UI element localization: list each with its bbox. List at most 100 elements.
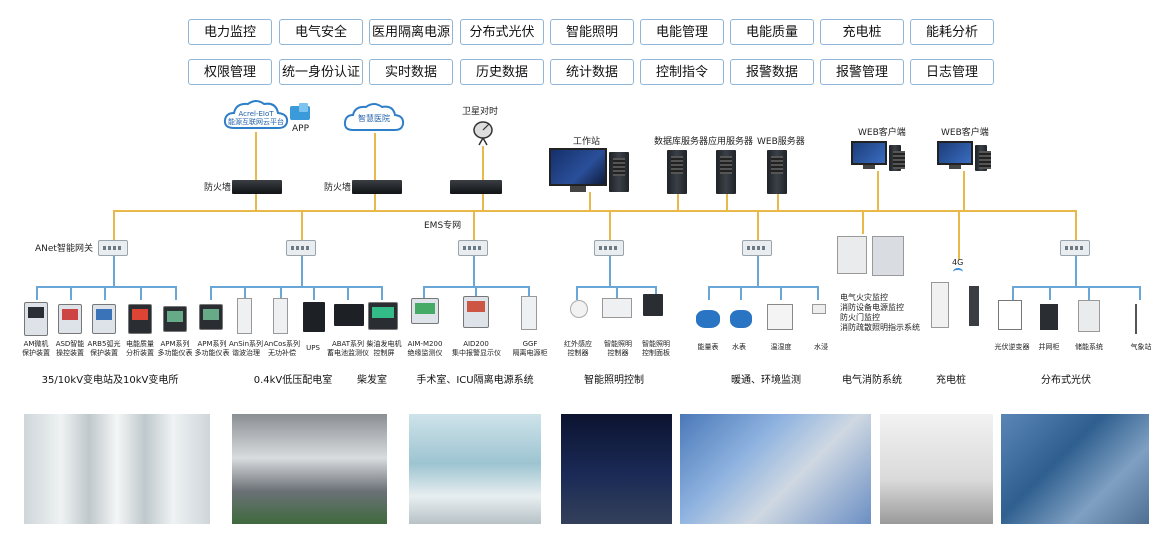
bus-drop <box>528 286 530 300</box>
water-leak-label: 水浸 <box>814 343 828 351</box>
web-client-1-label: WEB客户端 <box>858 128 906 138</box>
ups-device <box>303 302 325 332</box>
web-server-icon <box>767 150 787 194</box>
substation-photo <box>24 414 210 524</box>
firewall-left-label: 防火墙 <box>204 183 232 193</box>
grid-cabinet-label: 并网柜 <box>1038 343 1060 351</box>
gateway-1-device <box>98 240 128 256</box>
drop-fire <box>862 210 864 234</box>
btn-permission-management[interactable]: 权限管理 <box>188 59 272 85</box>
firewall-right-label: 防火墙 <box>324 183 352 193</box>
aid-label-1: AID200 <box>463 340 489 348</box>
link-firewall-right <box>374 194 376 210</box>
asd-label-2: 操控装置 <box>56 349 84 357</box>
bus-drop <box>1012 286 1014 300</box>
bus-drop <box>36 286 38 300</box>
app-server-label: 应用服务器 <box>708 137 754 147</box>
charging-pile-device-2 <box>969 286 979 326</box>
firewall-left-device <box>232 180 282 194</box>
gateway-5-device <box>742 240 772 256</box>
btn-statistics-data[interactable]: 统计数据 <box>550 59 634 85</box>
btn-power-monitoring[interactable]: 电力监控 <box>188 19 272 45</box>
temp-humidity-device <box>767 304 793 330</box>
aim-label-1: AIM-M200 <box>407 340 443 348</box>
apview-label-1: 电能质量 <box>126 340 154 348</box>
wifi-icon <box>953 268 963 276</box>
bus-4-drop <box>609 256 611 286</box>
btn-unified-auth[interactable]: 统一身份认证 <box>279 59 363 85</box>
ems-backbone <box>113 210 1075 212</box>
btn-electrical-safety[interactable]: 电气安全 <box>279 19 363 45</box>
energy-meter-label: 能量表 <box>697 343 719 351</box>
bus-2 <box>210 286 382 288</box>
btn-history-data[interactable]: 历史数据 <box>460 59 544 85</box>
btn-alarm-data[interactable]: 报警数据 <box>730 59 814 85</box>
btn-distributed-pv[interactable]: 分布式光伏 <box>460 19 544 45</box>
fire-item-2: 消防设备电源监控 <box>840 303 904 312</box>
satellite-label: 卫星对时 <box>462 107 499 117</box>
link-cloud-right <box>374 133 376 210</box>
arb5-label-1: ARB5弧光 <box>87 340 121 348</box>
diesel-control-panel <box>368 302 398 330</box>
group-low-voltage: 0.4kV低压配电室 <box>253 375 333 386</box>
btn-alarm-management[interactable]: 报警管理 <box>820 59 904 85</box>
apm2-label-2: 多功能仪表 <box>194 349 230 357</box>
link-firewall-left <box>255 194 257 210</box>
ems-network-label: EMS专网 <box>424 221 462 231</box>
bus-drop <box>475 286 477 300</box>
bus-6-drop <box>1075 256 1077 286</box>
abat-battery-monitor <box>334 304 364 326</box>
light1-label-2: 控制器 <box>607 349 629 357</box>
abat-label-2: 蓄电池监测仪 <box>327 349 369 357</box>
aim-insulation-monitor <box>411 298 439 324</box>
gateway-6-device <box>1060 240 1090 256</box>
light2-label-1: 智能照明 <box>642 340 670 348</box>
energy-meter-device <box>696 310 720 328</box>
am-label-2: 保护装置 <box>22 349 50 357</box>
apm2-label-1: APM系列 <box>197 340 227 348</box>
temp-humidity-label: 温湿度 <box>770 343 792 351</box>
bus-drop <box>1049 286 1051 300</box>
charging-station-photo <box>880 414 993 524</box>
app-label: APP <box>292 124 310 134</box>
weather-station-label: 气象站 <box>1130 343 1152 351</box>
charging-pile-device <box>931 282 949 328</box>
fire-monitoring-cabinet <box>837 236 867 274</box>
bus-drop <box>655 286 657 300</box>
group-pv: 分布式光伏 <box>1041 375 1091 386</box>
btn-charging-pile[interactable]: 充电桩 <box>820 19 904 45</box>
btn-energy-analysis[interactable]: 能耗分析 <box>910 19 994 45</box>
btn-smart-lighting[interactable]: 智能照明 <box>550 19 634 45</box>
drop-gw5 <box>757 210 759 240</box>
btn-realtime-data[interactable]: 实时数据 <box>369 59 453 85</box>
web-client-2-label: WEB客户端 <box>941 128 989 138</box>
fourg-label: 4G <box>952 258 964 267</box>
pv-inverter-device <box>998 300 1022 330</box>
fire-monitoring-host <box>872 236 904 276</box>
group-charging: 充电桩 <box>936 375 966 386</box>
link-app-server <box>726 194 728 210</box>
bus-drop <box>708 286 710 300</box>
btn-control-command[interactable]: 控制指令 <box>640 59 724 85</box>
water-leak-device <box>812 304 826 314</box>
btn-power-quality[interactable]: 电能质量 <box>730 19 814 45</box>
smart-hospital-label: 智慧医院 <box>358 114 390 123</box>
aim-label-2: 绝缘监测仪 <box>407 349 443 357</box>
smart-hospital-cloud-icon <box>343 103 405 131</box>
fire-item-1: 电气火灾监控 <box>840 293 888 302</box>
group-lighting: 智能照明控制 <box>584 375 644 386</box>
bus-drop <box>347 286 349 300</box>
web-client-1-monitor <box>851 141 887 165</box>
link-satellite <box>482 146 484 210</box>
web-client-2-monitor <box>937 141 973 165</box>
btn-log-management[interactable]: 日志管理 <box>910 59 994 85</box>
operating-room-photo <box>409 414 541 524</box>
ancos-label-2: 无功补偿 <box>268 349 296 357</box>
btn-medical-isolation-power[interactable]: 医用隔离电源 <box>369 19 453 45</box>
btn-energy-management[interactable]: 电能管理 <box>640 19 724 45</box>
cloud-platform-line2: 能源互联网云平台 <box>228 118 284 126</box>
workstation-stand <box>570 186 586 192</box>
apm1-label-2: 多功能仪表 <box>157 349 193 357</box>
gateway-2-device <box>286 240 316 256</box>
web-client-1-stand <box>863 165 875 169</box>
